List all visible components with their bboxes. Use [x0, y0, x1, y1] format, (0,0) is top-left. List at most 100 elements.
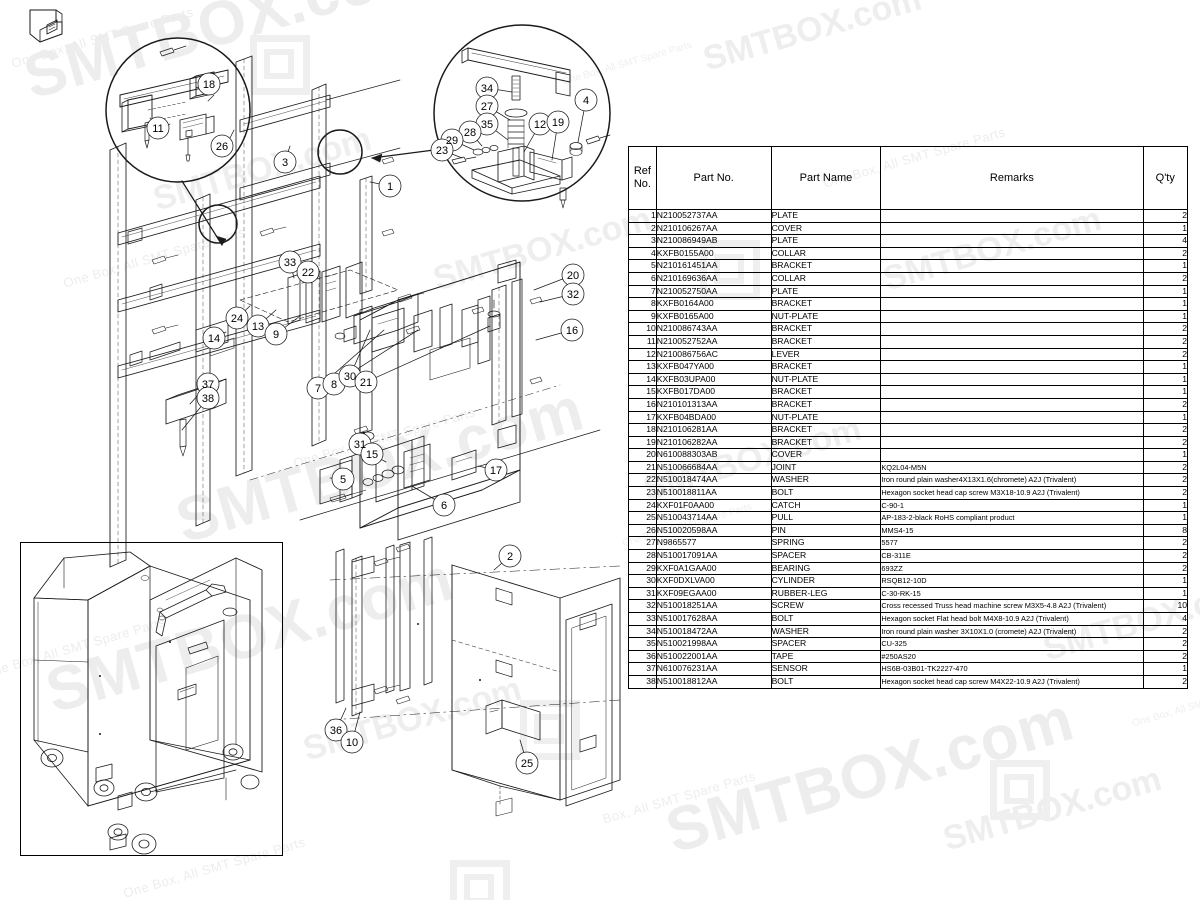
cell-qty: 2: [1142, 486, 1189, 500]
cell-ref-no: 18: [628, 423, 657, 437]
cell-remarks: HS6B-03B01-TK2227-470: [880, 662, 1144, 676]
cell-ref-no: 35: [628, 637, 657, 651]
cell-ref-no: 11: [628, 334, 657, 349]
cell-ref-no: 24: [628, 498, 657, 513]
cell-remarks: 5577: [880, 536, 1144, 551]
cell-ref-no: 19: [628, 435, 657, 450]
cell-ref-no: 10: [628, 322, 657, 336]
bottom-panel-assembly: [329, 536, 621, 817]
cell-part-no: N610088303AB: [655, 448, 772, 462]
cell-remarks: Hexagon socket Flat head bolt M4X8-10.9 …: [880, 612, 1144, 626]
cell-part-name: PULL: [770, 511, 882, 525]
svg-text:28: 28: [464, 127, 476, 139]
cell-part-name: BRACKET: [770, 360, 882, 374]
cell-part-name: SPACER: [770, 549, 882, 563]
callout-numbers: 18 11 34 27 35 28 29 23 12 19 4 26 3 1 3…: [152, 79, 589, 770]
svg-text:20: 20: [567, 270, 579, 282]
svg-text:31: 31: [354, 439, 366, 451]
cell-remarks: 693ZZ: [880, 561, 1144, 576]
cell-remarks: [880, 372, 1144, 387]
table-header-row: Ref No. Part No. Part Name Remarks Q'ty: [628, 146, 1189, 210]
cell-remarks: [880, 334, 1144, 349]
cell-part-name: COLLAR: [770, 271, 882, 286]
cell-ref-no: 21: [628, 460, 657, 475]
svg-text:34: 34: [481, 83, 493, 95]
cell-ref-no: 20: [628, 448, 657, 462]
cell-qty: 1: [1142, 586, 1189, 601]
cell-qty: 2: [1142, 649, 1189, 664]
cell-part-no: N210052752AA: [655, 334, 772, 349]
cell-remarks: [880, 284, 1144, 299]
cell-remarks: C-90-1: [880, 498, 1144, 513]
cell-remarks: Hexagon socket head cap screw M4X22-10.9…: [880, 674, 1144, 689]
cell-qty: 2: [1142, 209, 1189, 223]
svg-text:33: 33: [284, 257, 296, 269]
cell-part-name: SENSOR: [770, 662, 882, 676]
cell-part-name: PLATE: [770, 234, 882, 248]
cell-part-name: BRACKET: [770, 297, 882, 311]
cell-part-name: BOLT: [770, 674, 882, 689]
cell-qty: 2: [1142, 637, 1189, 651]
cell-qty: 1: [1142, 372, 1189, 387]
cell-remarks: [880, 385, 1144, 399]
cell-part-no: KXF0A1GAA00: [655, 561, 772, 576]
cell-remarks: Cross recessed Truss head machine screw …: [880, 599, 1144, 613]
cell-part-no: N510066684AA: [655, 460, 772, 475]
cell-part-no: N210086743AA: [655, 322, 772, 336]
cell-ref-no: 2: [628, 221, 657, 236]
svg-text:30: 30: [344, 371, 356, 383]
cell-part-no: N210052737AA: [655, 209, 772, 223]
svg-text:36: 36: [330, 725, 342, 737]
svg-text:23: 23: [436, 145, 448, 157]
cell-part-name: BRACKET: [770, 435, 882, 450]
cell-part-name: WASHER: [770, 624, 882, 639]
cell-remarks: AP-183-2-black RoHS compliant product: [880, 511, 1144, 525]
column-header-part-no: Part No.: [655, 146, 772, 210]
cell-qty: 1: [1142, 284, 1189, 299]
cell-qty: 2: [1142, 473, 1189, 488]
cell-ref-no: 7: [628, 284, 657, 299]
cell-part-name: PLATE: [770, 209, 882, 223]
cell-part-name: COLLAR: [770, 246, 882, 261]
cell-part-no: N510018251AA: [655, 599, 772, 613]
cell-remarks: CU-325: [880, 637, 1144, 651]
cell-qty: 1: [1142, 498, 1189, 513]
cell-qty: 2: [1142, 423, 1189, 437]
cell-part-no: N510022001AA: [655, 649, 772, 664]
svg-text:37: 37: [202, 379, 214, 391]
cell-part-no: KXFB047YA00: [655, 360, 772, 374]
cell-part-no: N210086949AB: [655, 234, 772, 248]
svg-text:11: 11: [152, 123, 163, 135]
cell-qty: 1: [1142, 385, 1189, 399]
svg-text:14: 14: [208, 333, 220, 345]
svg-text:5: 5: [340, 474, 346, 486]
svg-text:32: 32: [567, 289, 579, 301]
cell-ref-no: 14: [628, 372, 657, 387]
parts-table: Ref No. Part No. Part Name Remarks Q'ty …: [628, 146, 1189, 689]
cell-part-no: N210086756AC: [655, 347, 772, 362]
cell-part-no: N510021998AA: [655, 637, 772, 651]
cell-remarks: MMS4-15: [880, 523, 1144, 538]
cell-ref-no: 6: [628, 271, 657, 286]
cell-part-no: N210052750AA: [655, 284, 772, 299]
isolated-bracket-part: [29, 9, 63, 43]
cell-qty: 10: [1142, 599, 1189, 613]
cell-remarks: [880, 423, 1144, 437]
cell-part-name: BRACKET: [770, 334, 882, 349]
cell-part-name: CYLINDER: [770, 574, 882, 588]
